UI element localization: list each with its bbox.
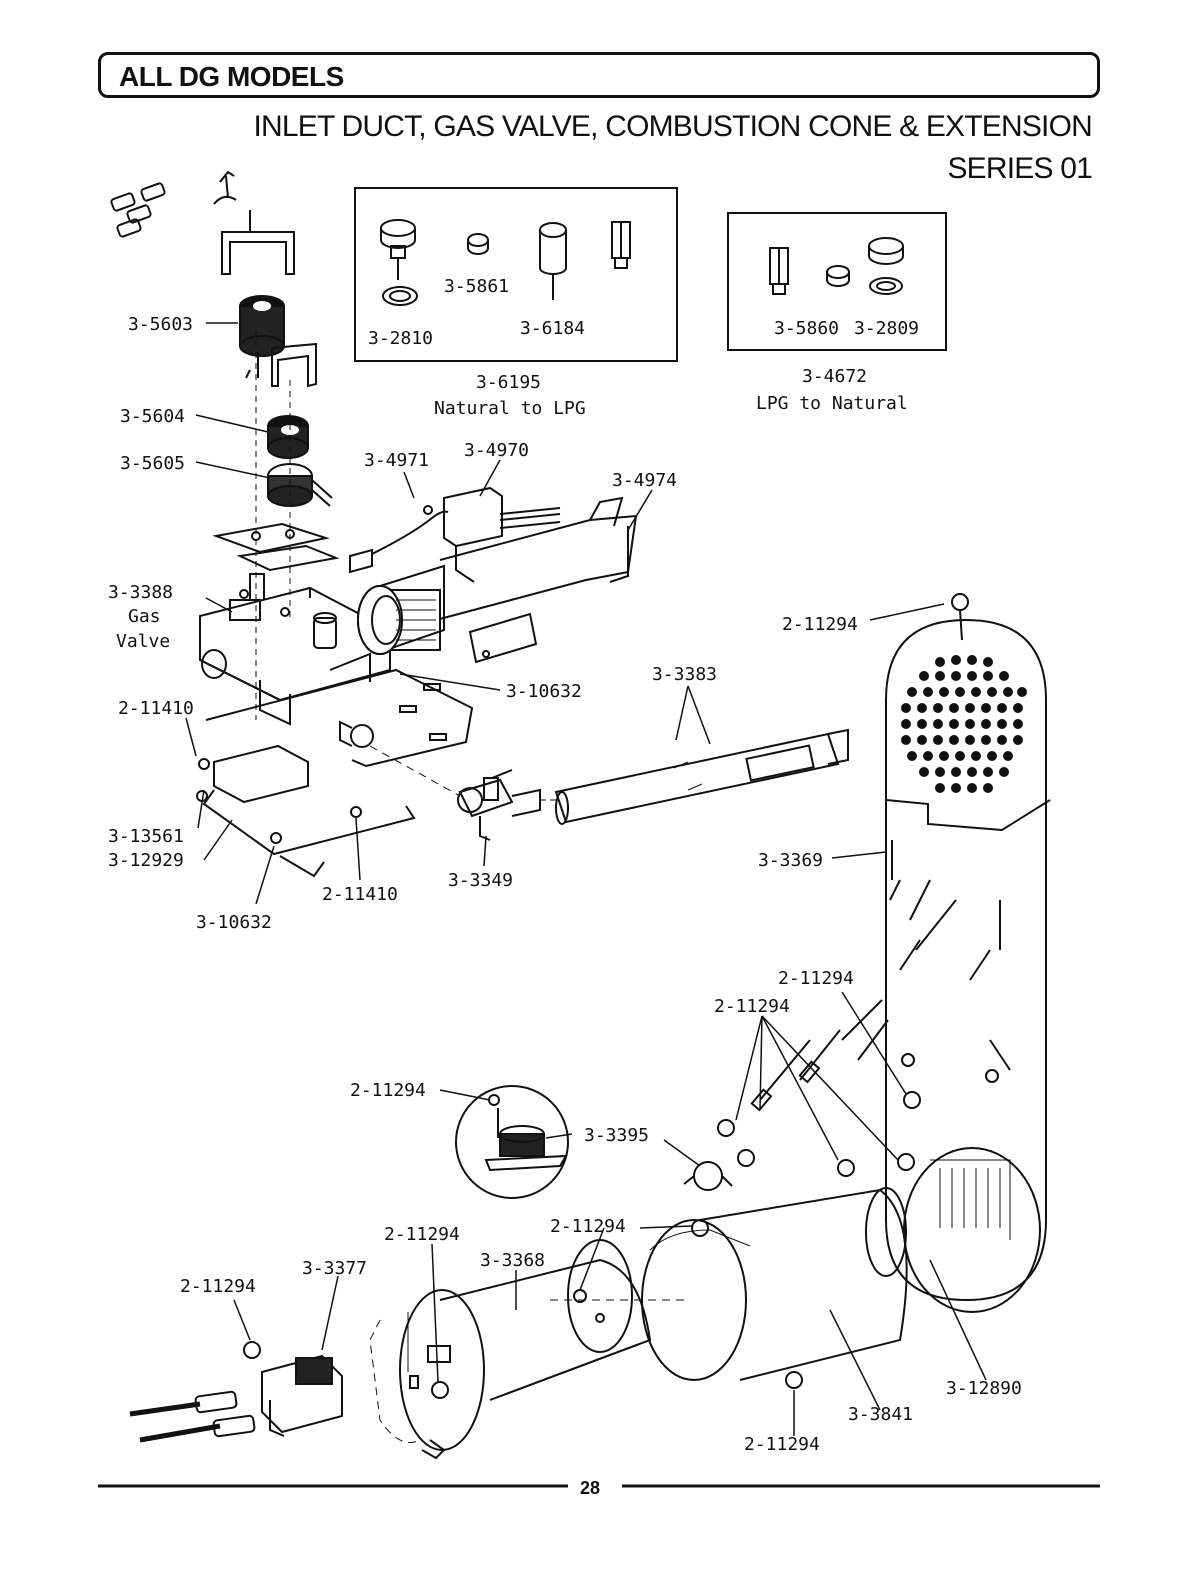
callout-label: 2-11294 <box>350 1080 426 1101</box>
callout-label: 3-10632 <box>196 912 272 933</box>
callout-label: 3-3383 <box>652 664 717 685</box>
callout-label: 2-11294 <box>778 968 854 989</box>
orifice-cap-icon <box>868 237 904 295</box>
kit-part-number: 3-4672 <box>802 366 867 387</box>
callout-label: 3-13561 <box>108 826 184 847</box>
burner-tube-icon <box>357 496 638 664</box>
callout-label: 3-12890 <box>946 1378 1022 1399</box>
kit-name: Natural to LPG <box>434 398 586 419</box>
wire-harness-icon <box>750 999 889 1112</box>
shutoff-valve-icon <box>457 769 541 841</box>
callout-label: 3-5605 <box>120 453 185 474</box>
diagram-subtitle: INLET DUCT, GAS VALVE, COMBUSTION CONE &… <box>253 110 1093 143</box>
callout-label: 3-3395 <box>584 1125 649 1146</box>
callout-label: 3-3349 <box>448 870 513 891</box>
hex-orifice-icon <box>769 247 789 295</box>
gasket-plate-icon <box>236 544 340 572</box>
thermostat-icon <box>683 1161 733 1191</box>
orifice-small-icon <box>826 265 850 287</box>
callout-label: 3-3841 <box>848 1404 913 1425</box>
screws-icon <box>110 182 166 238</box>
callout-label: 3-3388 <box>108 582 173 603</box>
wire-harness-icon <box>129 1390 256 1443</box>
callout-label: Gas <box>128 606 161 627</box>
solenoid-coil-icon <box>267 463 333 507</box>
screw-icon <box>196 758 362 844</box>
kit-item-label: 3-5861 <box>444 276 509 297</box>
page-number: 28 <box>580 1478 601 1498</box>
callout-label: 2-11410 <box>118 698 194 719</box>
leader-lines <box>185 322 987 1436</box>
igniter-bracket-icon <box>443 486 561 583</box>
hex-orifice-icon <box>611 221 631 269</box>
kit-part-number: 3-6195 <box>476 372 541 393</box>
vent-grille-icon <box>901 655 1027 793</box>
kit-item-label: 3-2810 <box>368 328 433 349</box>
callout-label: 2-11294 <box>744 1434 820 1455</box>
header-title: ALL DG MODELS <box>119 61 344 92</box>
orifice-small-icon <box>467 233 489 255</box>
combustion-extension-icon <box>641 1187 908 1381</box>
gas-pipe-icon <box>554 728 849 825</box>
orifice-cap-icon <box>380 219 418 306</box>
kit-name: LPG to Natural <box>756 393 908 414</box>
callout-label: 2-11294 <box>714 996 790 1017</box>
callout-label: 2-11294 <box>384 1224 460 1245</box>
callout-label: 3-3377 <box>302 1258 367 1279</box>
callout-label: 3-5603 <box>128 314 193 335</box>
screw-icon <box>897 593 999 1171</box>
kit-item-label: 3-5860 <box>774 318 839 339</box>
coil-bracket-icon <box>213 170 295 275</box>
callout-label: 2-11294 <box>550 1216 626 1237</box>
callout-label: 3-3368 <box>480 1250 545 1271</box>
series-label: SERIES 01 <box>947 152 1092 185</box>
solenoid-coil-icon <box>267 415 309 459</box>
kit-item-label: 3-2809 <box>854 318 919 339</box>
kit-item-label: 3-6184 <box>520 318 585 339</box>
callout-label: 3-12929 <box>108 850 184 871</box>
duct-opening-icon <box>903 1147 1041 1313</box>
callout-label: 2-11294 <box>180 1276 256 1297</box>
thermostat-detail-icon <box>455 1085 569 1199</box>
kit-box-lpg-to-natural <box>727 212 947 351</box>
gas-valve-icon <box>199 573 391 748</box>
igniter-wire-icon <box>349 505 449 574</box>
callout-label: 3-10632 <box>506 681 582 702</box>
callout-label: 3-4971 <box>364 450 429 471</box>
callout-label: 3-4974 <box>612 470 677 491</box>
callout-label: 2-11294 <box>782 614 858 635</box>
callout-label: 3-3369 <box>758 850 823 871</box>
pressure-spring-icon <box>539 222 567 300</box>
callout-label: Valve <box>116 631 170 652</box>
combustion-cone-icon <box>399 1239 652 1460</box>
mounting-bracket-icon <box>202 668 474 878</box>
header-box: ALL DG MODELS <box>98 52 1100 98</box>
callout-label: 3-5604 <box>120 406 185 427</box>
callout-labels: 3-5603 3-5604 3-5605 3-4971 3-4970 3-497… <box>108 314 1022 1455</box>
callout-label: 3-4970 <box>464 440 529 461</box>
inlet-duct-plate-icon <box>885 618 1051 1302</box>
kit-box-natural-to-lpg <box>354 187 678 362</box>
coil-bracket-icon <box>245 342 317 388</box>
flame-sensor-icon <box>261 1354 343 1437</box>
callout-label: 2-11410 <box>322 884 398 905</box>
